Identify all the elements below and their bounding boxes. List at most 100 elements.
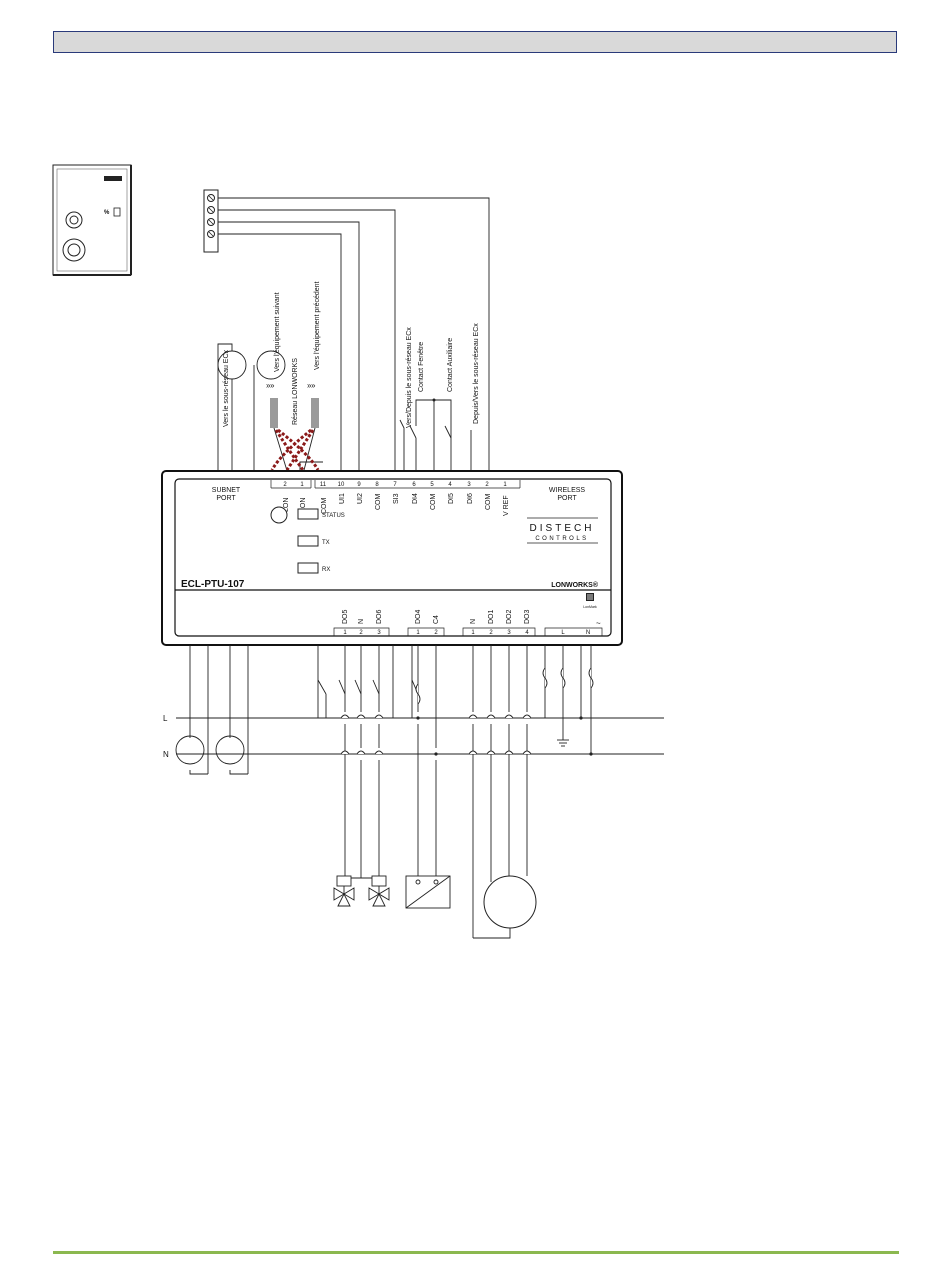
motor-leads (490, 876, 492, 882)
do-number: 3 (377, 630, 381, 636)
do-number: 1 (343, 630, 347, 636)
do-label: N (470, 619, 477, 624)
top-terminals: 2 1 LON LON 11 10 9 8 7 6 5 4 3 2 1 COM … (270, 480, 521, 516)
terminal-number: 4 (448, 482, 452, 488)
distech-logo: DISTECH CONTROLS (527, 517, 598, 544)
terminal-label: UI2 (357, 493, 364, 504)
footer-line (53, 1251, 899, 1254)
do-label: DO5 (342, 610, 349, 625)
label-to-from-subnet: Vers/Depuis le sous-réseau ECx (406, 327, 413, 428)
terminal-block-4pin (203, 189, 219, 253)
fan-motor-icon (483, 875, 537, 929)
terminal-number: 6 (412, 482, 416, 488)
lonworks-badge: LONWORKS® (551, 581, 599, 589)
line-label-n: N (163, 750, 169, 759)
svg-text:%: % (104, 210, 110, 216)
power-symbol: ~ (596, 619, 601, 628)
top-cable-connectors (217, 343, 323, 475)
wireless-port-label: WIRELESS (549, 487, 586, 494)
wall-sensor-module: % (52, 164, 132, 276)
power-number: N (586, 630, 590, 636)
ground-icon (557, 739, 569, 747)
terminal-number: 11 (320, 482, 327, 488)
brand-line2: CONTROLS (535, 536, 588, 542)
terminal-number: 3 (467, 482, 471, 488)
output-wiring (175, 645, 592, 939)
svg-text:»: » (270, 381, 275, 390)
do-label: N (358, 619, 365, 624)
lon-number: 1 (300, 482, 304, 488)
do-number: 1 (471, 630, 475, 636)
do-label: DO6 (376, 610, 383, 625)
terminal-number: 9 (357, 482, 361, 488)
terminal-number: 1 (503, 482, 507, 488)
terminal-label: DI6 (467, 493, 474, 504)
svg-text:»: » (311, 381, 316, 390)
lon-label: LON (300, 498, 307, 512)
do-label: DO3 (524, 610, 531, 625)
damper-actuator-box (405, 875, 451, 909)
lon-arrows: » » » » (266, 381, 316, 390)
svg-text:»: » (307, 381, 312, 390)
terminal-label: UI1 (339, 493, 346, 504)
label-window-contact: Contact Fenêtre (418, 342, 425, 392)
header-bar (53, 31, 897, 53)
service-button (270, 506, 288, 524)
led-label-rx: RX (322, 567, 330, 573)
terminal-number: 8 (375, 482, 379, 488)
do-number: 2 (489, 630, 493, 636)
wire-crossings (340, 714, 532, 755)
junction-dots (416, 716, 593, 756)
lon-label: LON (283, 498, 290, 512)
sensor-wiring (218, 197, 490, 474)
model-name: ECL-PTU-107 (181, 579, 245, 590)
label-aux-contact: Contact Auxiliaire (447, 338, 454, 392)
terminal-number: 7 (393, 482, 397, 488)
terminal-label: COM (375, 494, 382, 511)
lonmark-icon (586, 593, 594, 601)
terminal-label: COM (485, 494, 492, 511)
do-number: 4 (525, 630, 529, 636)
label-next-device: Vers l'équipement suivant (274, 292, 281, 372)
led-label-status: STATUS (322, 513, 345, 519)
line-label-l: L (163, 714, 168, 723)
do-number: 2 (434, 630, 438, 636)
terminal-label: DI4 (412, 493, 419, 504)
svg-text:»: » (266, 381, 271, 390)
do-label: C4 (433, 615, 440, 624)
terminal-number: 10 (338, 482, 345, 488)
terminal-label: COM (321, 498, 328, 515)
terminal-label: SI3 (393, 493, 400, 504)
power-number: L (561, 630, 565, 636)
subnet-port-label: PORT (216, 495, 236, 502)
wireless-port-label: PORT (557, 495, 577, 502)
do-number: 2 (359, 630, 363, 636)
lonmark-badge: LonMark (583, 605, 597, 609)
label-subnet-sensor: Vers le sous-réseau ECx (223, 349, 230, 427)
terminal-label: V REF (503, 495, 510, 516)
do-label: DO4 (415, 610, 422, 625)
brand-line1: DISTECH (530, 523, 595, 534)
terminal-label: DI5 (448, 493, 455, 504)
label-previous-device: Vers l'équipement précédent (314, 281, 321, 370)
bottom-terminals (333, 627, 603, 636)
model-rest: -PTU-107 (201, 579, 245, 590)
label-from-to-subnet: Depuis/Vers le sous-réseau ECx (473, 323, 480, 424)
terminal-number: 5 (430, 482, 434, 488)
valve-actuator-1 (333, 875, 355, 907)
terminal-number: 2 (485, 482, 489, 488)
led-label-tx: TX (322, 540, 330, 546)
do-label: DO1 (488, 610, 495, 625)
label-lonworks-network: Réseau LONWORKS (292, 358, 299, 425)
lon-number: 2 (283, 482, 287, 488)
terminal-label: COM (430, 494, 437, 511)
lon-cable-twist (270, 428, 320, 471)
valve-actuator-2 (368, 875, 390, 907)
do-label: DO2 (506, 610, 513, 625)
fuse-icons (415, 667, 594, 705)
status-leds: STATUS TX RX (297, 508, 345, 574)
do-number: 1 (416, 630, 420, 636)
model-bold: ECL (181, 579, 201, 590)
subnet-port-label: SUBNET (212, 487, 241, 494)
